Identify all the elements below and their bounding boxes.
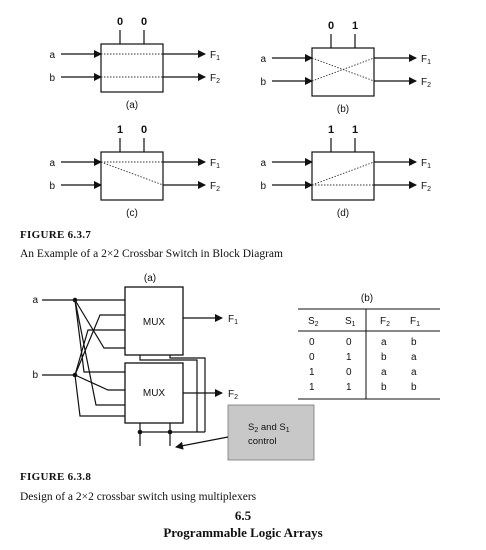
panel-b-label: (b) xyxy=(361,293,373,304)
input-label-a: a xyxy=(260,158,266,169)
table-cell: 1 xyxy=(309,382,315,393)
table-cell: 1 xyxy=(309,367,315,378)
table-cell: b xyxy=(381,352,387,363)
crossbar-box xyxy=(311,151,375,201)
control-box xyxy=(227,404,315,461)
crossbar-box xyxy=(311,47,375,97)
path-b-to-f1 xyxy=(311,161,375,186)
input-label-b: b xyxy=(260,181,266,192)
table-header-3: F1 xyxy=(410,316,420,328)
panel-a-label: (a) xyxy=(144,273,156,284)
figure-6-3-8-title: FIGURE 6.3.8 xyxy=(20,471,92,483)
select-value-right: 0 xyxy=(141,124,147,136)
table-cell: 1 xyxy=(346,382,352,393)
section-number: 6.5 xyxy=(234,508,252,523)
control-arrow xyxy=(175,436,229,450)
output-label-f2: F2 xyxy=(228,389,238,401)
table-cell: b xyxy=(381,382,387,393)
table-cell: a xyxy=(411,352,417,363)
table-cell: a xyxy=(381,367,387,378)
wire-a-mux2-in0 xyxy=(74,299,125,373)
select-value-left: 0 xyxy=(117,16,123,28)
mux-top-box xyxy=(124,286,184,356)
input-label-a: a xyxy=(49,50,55,61)
wire-a-mux2-in1 xyxy=(74,299,125,406)
input-label-b: b xyxy=(260,77,266,88)
table-header-2: F2 xyxy=(380,316,390,328)
output-label-f2: F2 xyxy=(210,181,220,193)
select-value-left: 1 xyxy=(117,124,123,136)
input-label-a: a xyxy=(260,54,266,65)
table-cell: 0 xyxy=(309,352,315,363)
table-header-0: S2 xyxy=(308,316,319,328)
output-label-f1: F1 xyxy=(228,314,238,326)
table-cell: 1 xyxy=(346,352,352,363)
output-label-f2: F2 xyxy=(210,73,220,85)
input-label-a: a xyxy=(49,158,55,169)
input-label-b: b xyxy=(32,370,38,381)
crossbar-box xyxy=(100,43,164,93)
select-value-right: 1 xyxy=(352,124,358,136)
table-cell: a xyxy=(381,337,387,348)
select-value-left: 0 xyxy=(328,20,334,32)
mux-bottom-label: MUX xyxy=(143,388,166,399)
figure-6-3-8-caption: Design of a 2×2 crossbar switch using mu… xyxy=(20,491,257,503)
table-cell: 0 xyxy=(309,337,315,348)
wire-a-mux1-in1 xyxy=(74,299,125,349)
output-label-f1: F1 xyxy=(210,158,220,170)
select-value-left: 1 xyxy=(328,124,334,136)
figure-6-3-7-caption: An Example of a 2×2 Crossbar Switch in B… xyxy=(20,248,283,260)
figure-6-3-7-title: FIGURE 6.3.7 xyxy=(20,229,92,241)
mux-top-label: MUX xyxy=(143,317,166,328)
output-label-f2: F2 xyxy=(421,77,431,89)
table-cell: a xyxy=(411,367,417,378)
input-label-a: a xyxy=(32,295,38,306)
select-value-right: 1 xyxy=(352,20,358,32)
panel-label: (b) xyxy=(337,104,349,115)
output-label-f1: F1 xyxy=(210,50,220,62)
table-cell: b xyxy=(411,382,417,393)
path-b-to-f1 xyxy=(311,57,375,82)
control-label-line2: control xyxy=(248,436,277,447)
path-a-to-f2 xyxy=(100,161,164,186)
output-label-f1: F1 xyxy=(421,54,431,66)
input-label-b: b xyxy=(49,181,55,192)
table-cell: 0 xyxy=(346,337,352,348)
wire-b-mux1-in1 xyxy=(74,329,125,376)
output-label-f2: F2 xyxy=(421,181,431,193)
input-label-b: b xyxy=(49,73,55,84)
panel-label: (a) xyxy=(126,100,138,111)
control-label-line1: S2 and S1 xyxy=(248,422,290,434)
crossbar-box xyxy=(100,151,164,201)
panel-label: (c) xyxy=(126,208,138,219)
wire-b-mux2-in1 xyxy=(74,374,125,417)
panel-label: (d) xyxy=(337,208,349,219)
section-title: Programmable Logic Arrays xyxy=(163,525,323,540)
table-cell: 0 xyxy=(346,367,352,378)
select-value-right: 0 xyxy=(141,16,147,28)
table-cell: b xyxy=(411,337,417,348)
select-wire-mux1-b xyxy=(169,355,206,432)
wire-b-mux2-in0 xyxy=(74,374,125,391)
select-wire-mux1-a xyxy=(139,355,198,432)
output-label-f1: F1 xyxy=(421,158,431,170)
wire-b-mux1-in0 xyxy=(74,314,125,376)
table-header-1: S1 xyxy=(345,316,356,328)
